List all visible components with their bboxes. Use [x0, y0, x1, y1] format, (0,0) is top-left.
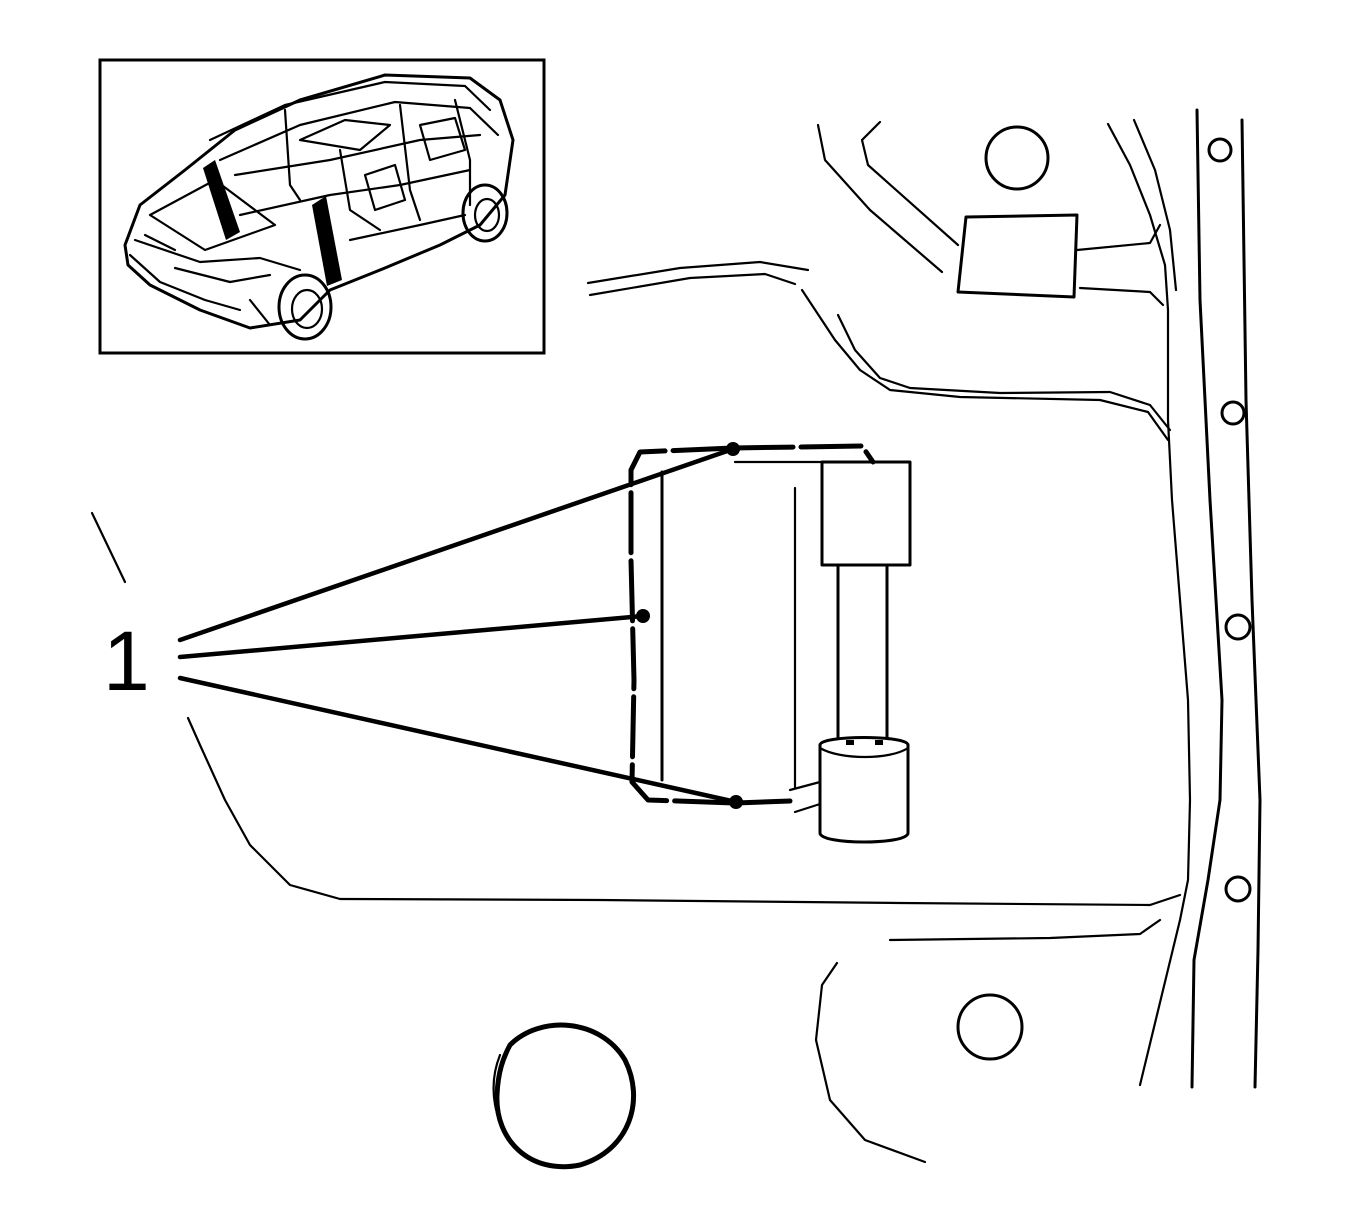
upper-mounting-hole: [984, 125, 1050, 191]
upper-contour-line-inner: [860, 120, 960, 247]
upper-bracket: [956, 213, 1079, 299]
lower-hinge-cylinder-rim: [818, 746, 910, 759]
flange-hole-1: [1207, 137, 1233, 163]
large-access-hole: [494, 1022, 637, 1170]
upper-bracket-arm: [1075, 223, 1162, 252]
upper-left-tick: [90, 511, 127, 584]
hinge-pin-nub-left: [846, 740, 854, 745]
mid-contour-curve-2: [836, 313, 1172, 432]
pillar-curve-outer: [1106, 122, 1192, 1087]
door-edge-flange-inner: [1240, 118, 1262, 1089]
upper-bracket-arm-lower: [1078, 286, 1165, 307]
mid-contour-line: [586, 260, 810, 285]
mid-contour-curve: [800, 288, 1170, 442]
hinge-pin-shaft: [836, 563, 889, 740]
door-edge-flange-outer: [1190, 108, 1224, 1089]
flange-hole-4: [1224, 875, 1252, 903]
lower-contour-line: [888, 918, 1162, 942]
car-outline-drawing: [123, 73, 515, 341]
hinge-pin-nub-right: [875, 740, 883, 745]
flange-hole-3: [1224, 613, 1252, 641]
door-panel-outline: [186, 716, 1182, 907]
pillar-curve-inner: [1132, 118, 1178, 292]
large-access-hole-shadow: [492, 1053, 522, 1152]
lower-left-contour: [814, 961, 927, 1164]
flange-hole-2: [1220, 400, 1246, 426]
leader-line-upper: [177, 446, 736, 643]
door-pillar-detail: [90, 108, 1262, 1170]
lower-hinge-cylinder: [818, 736, 910, 844]
upper-contour-line: [816, 123, 944, 274]
hinge-plate-outline: [628, 443, 876, 806]
callout-1: 1: [103, 446, 739, 805]
vehicle-locator-inset: [98, 58, 546, 355]
hinge-link-bottom: [788, 780, 822, 814]
upper-hinge-cylinder: [820, 460, 912, 567]
callout-label-1: 1: [103, 614, 150, 708]
leader-line-lower: [177, 675, 739, 805]
mid-contour-line-2: [588, 272, 797, 297]
lower-mounting-hole: [956, 993, 1024, 1061]
leader-line-middle: [177, 613, 646, 660]
